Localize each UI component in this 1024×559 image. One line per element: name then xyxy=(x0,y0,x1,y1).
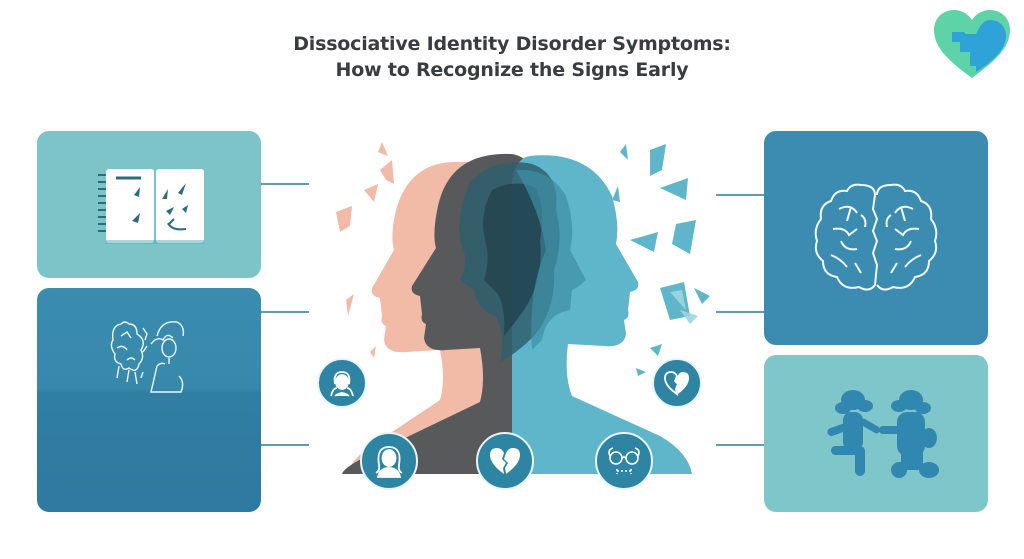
panel-alters xyxy=(764,355,988,512)
circle-icon-broken-heart-center xyxy=(476,432,534,490)
brand-logo xyxy=(930,6,1014,80)
woman-portrait-icon xyxy=(375,446,403,478)
connector-line xyxy=(716,194,764,196)
broken-heart-icon xyxy=(490,448,520,474)
title-line-2: How to Recognize the Signs Early xyxy=(335,59,689,81)
circle-icon-glasses-face xyxy=(595,432,653,490)
panel-cognitive xyxy=(764,131,988,345)
connector-line xyxy=(716,444,764,446)
broken-heart-icon xyxy=(664,371,689,396)
head-silhouettes-illustration xyxy=(320,140,720,480)
woman-headset-icon xyxy=(330,371,354,397)
brain-icon xyxy=(814,183,938,291)
children-playing-icon xyxy=(827,389,939,478)
panel-memory-gaps xyxy=(37,131,261,278)
connector-line xyxy=(716,311,764,313)
circle-icon-woman-headset xyxy=(317,358,367,408)
circle-icon-woman-portrait xyxy=(360,432,418,490)
torn-journal-icon xyxy=(98,168,204,244)
title-line-1: Dissociative Identity Disorder Symptoms: xyxy=(293,33,731,55)
connector-line xyxy=(261,183,309,185)
panel-identity-shift xyxy=(37,288,261,512)
glasses-face-icon xyxy=(608,447,640,474)
overlapping-heads-icon xyxy=(336,142,710,475)
page-title: Dissociative Identity Disorder Symptoms:… xyxy=(0,31,1024,83)
heart-medical-cross-icon xyxy=(934,10,1010,78)
circle-icon-broken-heart-right xyxy=(652,358,702,408)
connector-line xyxy=(261,311,309,313)
fragmented-faces-icon xyxy=(110,321,185,393)
connector-line xyxy=(261,444,309,446)
